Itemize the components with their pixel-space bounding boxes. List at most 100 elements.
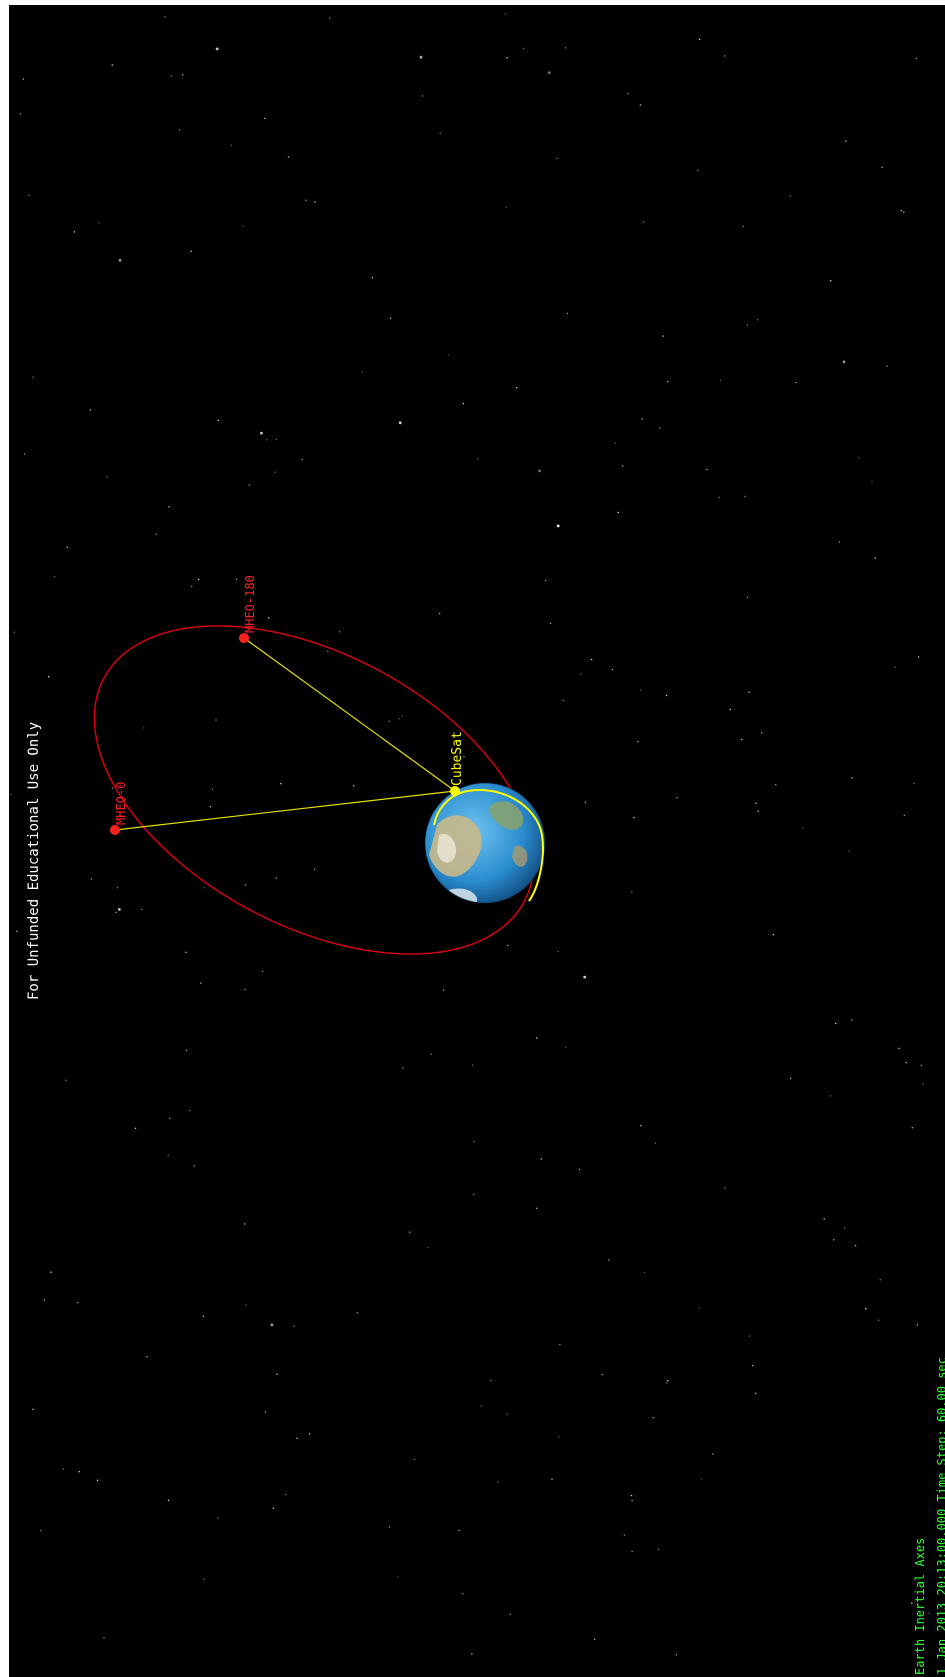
star xyxy=(789,1077,792,1080)
star xyxy=(700,1478,703,1480)
star xyxy=(89,409,92,411)
star xyxy=(244,988,246,991)
star xyxy=(490,1379,492,1382)
star xyxy=(789,195,792,197)
star xyxy=(421,95,424,97)
star xyxy=(608,1259,610,1261)
star xyxy=(438,612,441,615)
star xyxy=(287,156,290,158)
mheo180-marker[interactable] xyxy=(239,633,249,643)
star xyxy=(506,57,508,59)
star xyxy=(305,199,307,201)
star xyxy=(879,1279,881,1281)
star xyxy=(308,1433,311,1435)
star xyxy=(898,1047,900,1050)
star xyxy=(402,1067,404,1069)
earth-globe-icon xyxy=(424,782,546,904)
star xyxy=(473,1193,475,1196)
star xyxy=(562,699,564,702)
star xyxy=(276,1373,278,1375)
star xyxy=(32,1408,34,1411)
star xyxy=(272,1507,274,1510)
mheo0-marker[interactable] xyxy=(110,825,120,835)
star xyxy=(270,1323,274,1327)
star xyxy=(594,1638,596,1641)
3d-graphics-window[interactable]: For Unfunded Educational Use Only CubeSa… xyxy=(9,5,945,1677)
star xyxy=(851,777,853,779)
star xyxy=(795,381,797,384)
star xyxy=(724,1187,726,1189)
star xyxy=(718,496,720,499)
star xyxy=(848,850,850,852)
star xyxy=(631,1550,633,1553)
star xyxy=(389,317,392,319)
star xyxy=(915,57,918,60)
star xyxy=(13,631,16,633)
watermark-text: For Unfunded Educational Use Only xyxy=(26,721,42,1000)
star xyxy=(509,1613,511,1616)
star xyxy=(697,169,699,172)
star xyxy=(667,380,669,383)
star xyxy=(662,335,664,337)
star xyxy=(198,578,200,581)
star xyxy=(118,908,121,911)
star xyxy=(535,1207,538,1210)
mheo0-label: MHEO-0 xyxy=(114,781,128,825)
star xyxy=(244,884,247,886)
status-time-text: 1 Jan 2013 20:13:00.000 Time Step: 60.00… xyxy=(935,1357,945,1675)
star xyxy=(185,951,187,953)
star xyxy=(293,1325,295,1327)
star xyxy=(497,1481,499,1483)
star xyxy=(900,210,902,212)
star xyxy=(639,104,642,106)
star xyxy=(264,117,266,120)
star xyxy=(627,92,629,95)
star xyxy=(73,231,76,233)
link-mheo180-cubesat xyxy=(243,637,456,792)
star xyxy=(427,1246,429,1249)
star xyxy=(556,524,560,528)
star xyxy=(633,817,635,819)
star xyxy=(829,1095,832,1097)
mheo-orbit xyxy=(93,625,535,955)
cubesat-label: CubeSat xyxy=(450,731,465,786)
star xyxy=(10,793,12,796)
star xyxy=(507,944,509,947)
star xyxy=(164,16,166,18)
star xyxy=(580,673,582,675)
star xyxy=(48,676,50,678)
star xyxy=(844,1227,846,1229)
scene-canvas[interactable] xyxy=(9,5,945,1677)
star xyxy=(313,868,316,870)
star xyxy=(564,1046,567,1049)
star xyxy=(442,989,445,991)
star xyxy=(167,1154,169,1157)
star xyxy=(706,468,708,471)
star xyxy=(217,419,219,422)
star xyxy=(886,365,888,367)
star xyxy=(472,1064,474,1066)
star xyxy=(339,631,341,633)
star xyxy=(748,1335,751,1337)
star xyxy=(242,225,244,227)
star xyxy=(111,64,114,66)
star xyxy=(260,431,263,435)
star xyxy=(877,1319,880,1321)
star xyxy=(188,1109,191,1112)
star xyxy=(275,438,277,441)
star xyxy=(913,782,915,785)
star xyxy=(16,930,18,933)
star xyxy=(744,495,746,498)
star xyxy=(630,1494,633,1497)
star xyxy=(536,1037,538,1039)
star xyxy=(401,715,403,717)
star xyxy=(261,970,264,972)
cubesat-marker[interactable] xyxy=(450,786,460,796)
star xyxy=(665,694,668,697)
star xyxy=(854,1245,857,1247)
star xyxy=(190,250,192,252)
star xyxy=(248,484,251,486)
star xyxy=(698,38,701,40)
star xyxy=(637,741,639,743)
star xyxy=(203,887,205,889)
